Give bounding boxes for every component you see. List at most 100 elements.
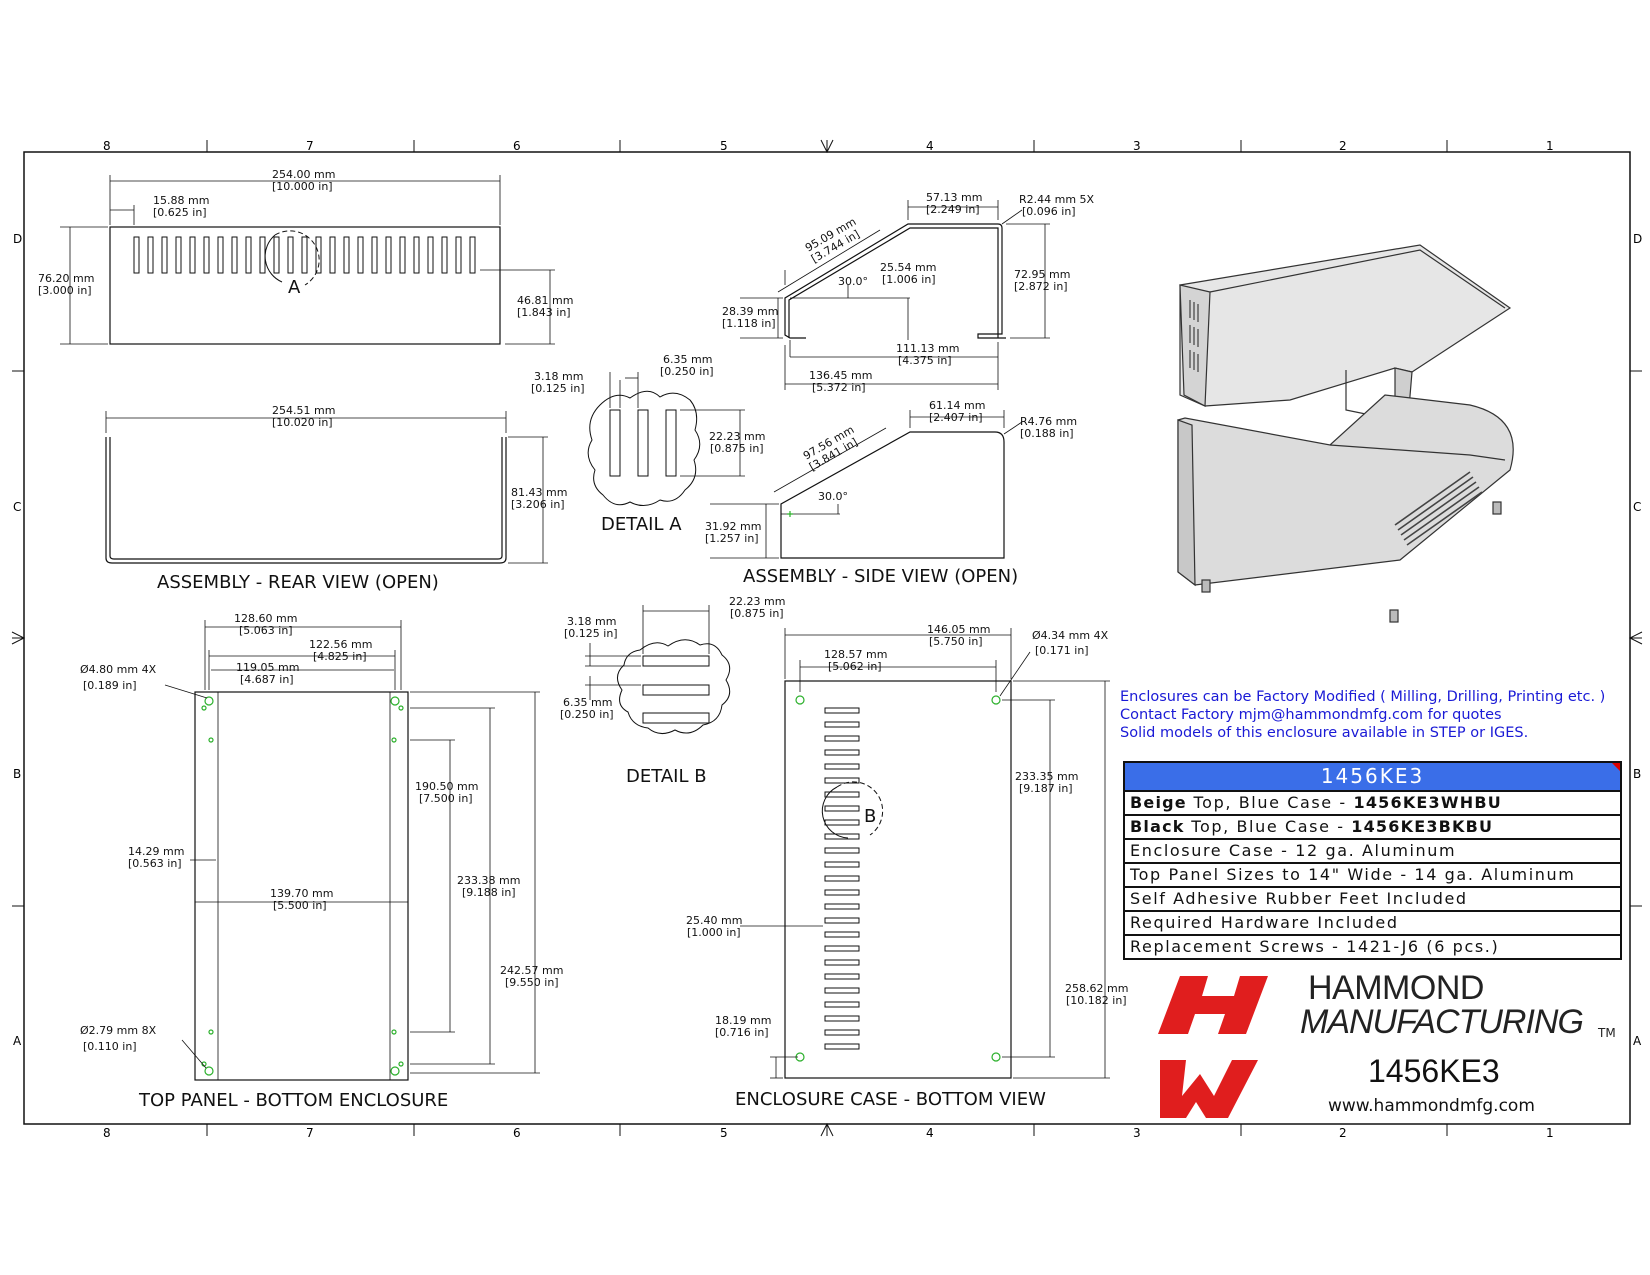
dim-radius-case-in: [0.188 in] <box>1020 427 1074 440</box>
spec-row-material: Enclosure Case - 12 ga. Aluminum <box>1125 840 1620 864</box>
dim-db-len-in: [0.875 in] <box>730 607 784 620</box>
rear-view-open-channel <box>105 411 548 564</box>
dim-lid-offset-mm: 25.54 mm <box>880 261 936 274</box>
row-label-right-D: D <box>1633 232 1642 246</box>
col-label-top-1: 1 <box>1546 139 1554 153</box>
dim-lid-inner-mm: 111.13 mm <box>896 342 959 355</box>
row-label-left-C: C <box>13 500 21 514</box>
dim-da-slot-mm: 3.18 mm <box>534 370 583 383</box>
top-panel-holes <box>201 696 404 1076</box>
dim-lid-depth-mm: 136.45 mm <box>809 369 872 382</box>
detail-a-dims: 6.35 mm [0.250 in] 3.18 mm [0.125 in] 22… <box>531 353 765 535</box>
spec-black-mid: Top, Blue Case - <box>1184 817 1352 836</box>
dim-rear-width-in: [10.000 in] <box>272 180 333 193</box>
note-contact: Contact Factory mjm@hammondmfg.com for q… <box>1120 707 1502 723</box>
dim-lid-inner-in: [4.375 in] <box>898 354 952 367</box>
dim-tp-outer-mm: 128.60 mm <box>234 612 297 625</box>
brand-url: www.hammondmfg.com <box>1328 1096 1535 1116</box>
dim-lid-height-in: [2.872 in] <box>1014 280 1068 293</box>
dim-tp-holes-mm: 233.38 mm <box>457 874 520 887</box>
brand-part-number: 1456KE3 <box>1368 1053 1500 1089</box>
row-label-right-C: C <box>1633 500 1641 514</box>
bottom-view-drawing <box>740 628 1110 1079</box>
spec-row-top-panel: Top Panel Sizes to 14" Wide - 14 ga. Alu… <box>1125 864 1620 888</box>
dim-lid-front-mm: 28.39 mm <box>722 305 778 318</box>
angle-lid: 30.0° <box>838 275 868 288</box>
rear-view-panel <box>60 175 555 345</box>
side-view-case-dims: 97.56 mm [3.841 in] 61.14 mm [2.407 in] … <box>705 399 1077 587</box>
dim-slot-offset-in: [0.625 in] <box>153 206 207 219</box>
border-zone-marks <box>11 139 1643 1137</box>
spec-row-screws: Replacement Screws - 1421-J6 (6 pcs.) <box>1130 937 1500 956</box>
dim-rear-open-height-mm: 81.43 mm <box>511 486 567 499</box>
dim-lid-height-mm: 72.95 mm <box>1014 268 1070 281</box>
dim-da-slot-in: [0.125 in] <box>531 382 585 395</box>
detail-a-title: DETAIL A <box>601 514 682 535</box>
dim-bv-length-in: [10.182 in] <box>1066 994 1127 1007</box>
dim-tp-hole-small-mm: Ø2.79 mm 8X <box>80 1024 157 1037</box>
detail-b-drawing <box>585 605 731 734</box>
dim-bv-holes-w-mm: 128.57 mm <box>824 648 887 661</box>
header-corner-mark <box>1612 763 1620 771</box>
dim-bv-vent-offset-mm: 25.40 mm <box>686 914 742 927</box>
row-label-left-B: B <box>13 767 21 781</box>
col-label-bottom-3: 3 <box>1133 1126 1141 1140</box>
dim-da-len-in: [0.875 in] <box>710 442 764 455</box>
trademark-mark: TM <box>1598 1026 1616 1040</box>
iso-lid-vents <box>1189 300 1199 372</box>
dim-bv-length-mm: 258.62 mm <box>1065 982 1128 995</box>
dim-db-slot-in: [0.125 in] <box>564 627 618 640</box>
dim-tp-holes-in: [9.188 in] <box>462 886 516 899</box>
detail-a-callout: A <box>288 277 301 298</box>
dim-bv-hole-edge-in: [0.716 in] <box>715 1026 769 1039</box>
dim-rear-open-height-in: [3.206 in] <box>511 498 565 511</box>
dim-tp-mid-mm: 122.56 mm <box>309 638 372 651</box>
dim-radius-lid-mm: R2.44 mm 5X <box>1019 193 1095 206</box>
detail-b-dims: 22.23 mm [0.875 in] 3.18 mm [0.125 in] 6… <box>560 595 785 787</box>
dim-tp-length-in: [9.550 in] <box>505 976 559 989</box>
spec-beige-mid: Top, Blue Case - <box>1186 793 1354 812</box>
top-panel-drawing <box>164 620 540 1081</box>
dim-radius-case-mm: R4.76 mm <box>1020 415 1077 428</box>
dim-lid-front-in: [1.118 in] <box>722 317 776 330</box>
spec-row-black: Black Top, Blue Case - 1456KE3BKBU <box>1125 816 1620 840</box>
dim-tp-hole-large-mm: Ø4.80 mm 4X <box>80 663 157 676</box>
bottom-view-title: ENCLOSURE CASE - BOTTOM VIEW <box>735 1089 1046 1110</box>
dim-bv-holes-l-mm: 233.35 mm <box>1015 770 1078 783</box>
side-view-case <box>710 410 1023 559</box>
dim-bv-width-mm: 146.05 mm <box>927 623 990 636</box>
dim-rear-lower-mm: 46.81 mm <box>517 294 573 307</box>
dim-rear-lower-in: [1.843 in] <box>517 306 571 319</box>
spec-table: 1456KE3 Beige Top, Blue Case - 1456KE3WH… <box>1123 761 1622 960</box>
dim-lid-depth-in: [5.372 in] <box>812 381 866 394</box>
dim-tp-length-mm: 242.57 mm <box>500 964 563 977</box>
dim-tp-outer-in: [5.063 in] <box>239 624 293 637</box>
note-models: Solid models of this enclosure available… <box>1120 725 1529 741</box>
side-view-lid-dims: 95.09 mm [3.744 in] 57.13 mm [2.249 in] … <box>722 191 1095 394</box>
detail-a-drawing <box>587 372 745 506</box>
row-label-left-D: D <box>13 232 22 246</box>
brand-name-line2: MANUFACTURING <box>1300 1003 1584 1041</box>
dim-db-pitch-in: [0.250 in] <box>560 708 614 721</box>
dim-lid-top-mm: 57.13 mm <box>926 191 982 204</box>
col-label-bottom-7: 7 <box>306 1126 314 1140</box>
dim-tp-span-mm: 190.50 mm <box>415 780 478 793</box>
dim-rear-width-mm: 254.00 mm <box>272 168 335 181</box>
col-label-bottom-1: 1 <box>1546 1126 1554 1140</box>
col-label-top-6: 6 <box>513 139 521 153</box>
dim-case-front-mm: 31.92 mm <box>705 520 761 533</box>
row-label-right-B: B <box>1633 767 1641 781</box>
column-labels: 8 7 6 5 4 3 2 1 8 7 6 5 4 3 2 1 D C B A … <box>13 139 1642 1140</box>
spec-row-feet: Self Adhesive Rubber Feet Included <box>1125 888 1620 912</box>
spec-black-label: Black <box>1130 817 1185 836</box>
spec-header-text: 1456KE3 <box>1320 764 1425 788</box>
dim-tp-mid-in: [4.825 in] <box>313 650 367 663</box>
spec-beige-part: 1456KE3WHBU <box>1353 793 1502 812</box>
isometric-enclosure <box>1177 244 1514 623</box>
dim-case-top-mm: 61.14 mm <box>929 399 985 412</box>
dim-lid-offset-in: [1.006 in] <box>882 273 936 286</box>
dim-tp-inner-in: [4.687 in] <box>240 673 294 686</box>
angle-case: 30.0° <box>818 490 848 503</box>
dim-da-len-mm: 22.23 mm <box>709 430 765 443</box>
